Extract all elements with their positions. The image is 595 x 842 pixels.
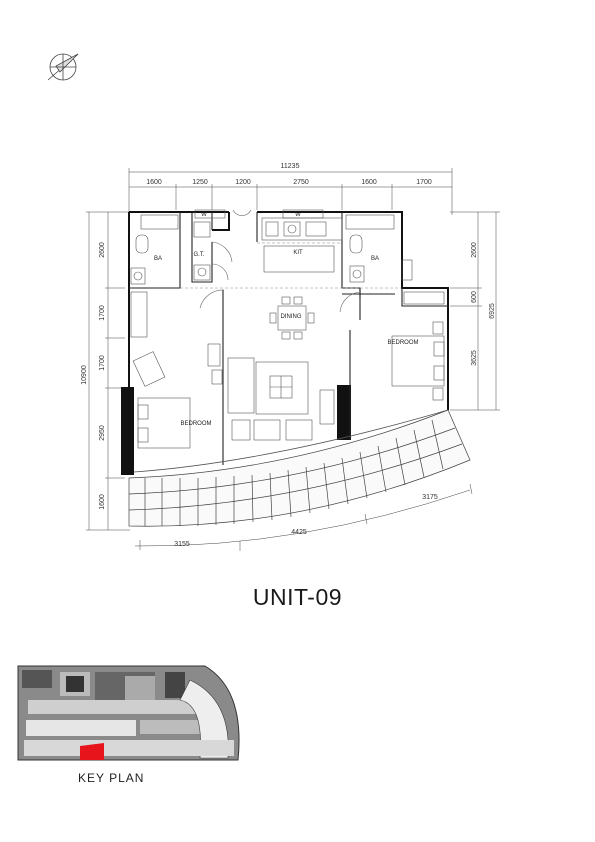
exterior-walls xyxy=(128,211,449,410)
dashed-lines xyxy=(180,242,402,289)
bathroom-left-fixtures xyxy=(130,214,211,338)
bottom-dimensions xyxy=(134,483,473,551)
top-dimensions xyxy=(128,168,453,215)
room-label-bedroom-right: BEDROOM xyxy=(387,340,418,346)
dim-overall-height: 10900 xyxy=(81,365,88,385)
door-swings xyxy=(199,209,361,313)
room-label-kit: KIT xyxy=(293,250,303,256)
dim-left-1: 2600 xyxy=(99,242,106,258)
dim-top-1: 1600 xyxy=(146,179,162,186)
north-arrow-icon xyxy=(47,53,79,81)
key-plan-highlight xyxy=(80,743,104,760)
kitchen-fixtures xyxy=(194,209,343,273)
interior-walls xyxy=(129,212,448,465)
room-label-ba-right: BA xyxy=(371,256,379,262)
room-label-w-left: W xyxy=(201,212,207,218)
dim-bottom-1: 3155 xyxy=(174,541,190,548)
dim-right-overall: 6925 xyxy=(489,303,496,319)
bedroom-left-furniture xyxy=(132,351,191,449)
right-dimensions xyxy=(450,211,500,411)
room-label-bedroom-left: BEDROOM xyxy=(180,421,211,427)
dim-top-6: 1700 xyxy=(416,179,432,186)
dim-right-1: 2600 xyxy=(471,242,478,258)
key-plan-label: KEY PLAN xyxy=(78,771,145,785)
dim-top-5: 1600 xyxy=(361,179,377,186)
dim-top-4: 2750 xyxy=(293,179,309,186)
dim-top-2: 1250 xyxy=(192,179,208,186)
dim-right-3: 3625 xyxy=(471,350,478,366)
key-plan-graphic xyxy=(17,665,240,761)
dim-bottom-2: 4425 xyxy=(291,529,307,536)
dim-left-2: 1700 xyxy=(99,305,106,321)
balcony xyxy=(128,409,471,527)
dim-top-3: 1200 xyxy=(235,179,251,186)
dim-bottom-3: 3175 xyxy=(422,494,438,501)
left-dimensions xyxy=(86,211,130,531)
bedroom-right-furniture xyxy=(391,321,445,401)
room-label-w-right: W xyxy=(295,212,301,218)
living-furniture xyxy=(207,343,335,441)
dim-overall-width: 11235 xyxy=(281,163,300,170)
bathroom-right-fixtures xyxy=(345,214,445,305)
dim-left-4: 2950 xyxy=(99,425,106,441)
column-left xyxy=(121,387,134,475)
dim-left-5: 1600 xyxy=(99,494,106,510)
room-label-gt: G.T. xyxy=(193,252,204,258)
unit-title: UNIT-09 xyxy=(252,584,343,610)
glazing-line xyxy=(133,409,449,473)
room-label-ba-left: BA xyxy=(154,256,162,262)
column-center xyxy=(337,385,351,440)
dim-left-3: 1700 xyxy=(99,355,106,371)
dim-right-2: 600 xyxy=(471,291,478,303)
room-label-dining: DINING xyxy=(281,314,302,320)
dining-set xyxy=(269,296,315,340)
